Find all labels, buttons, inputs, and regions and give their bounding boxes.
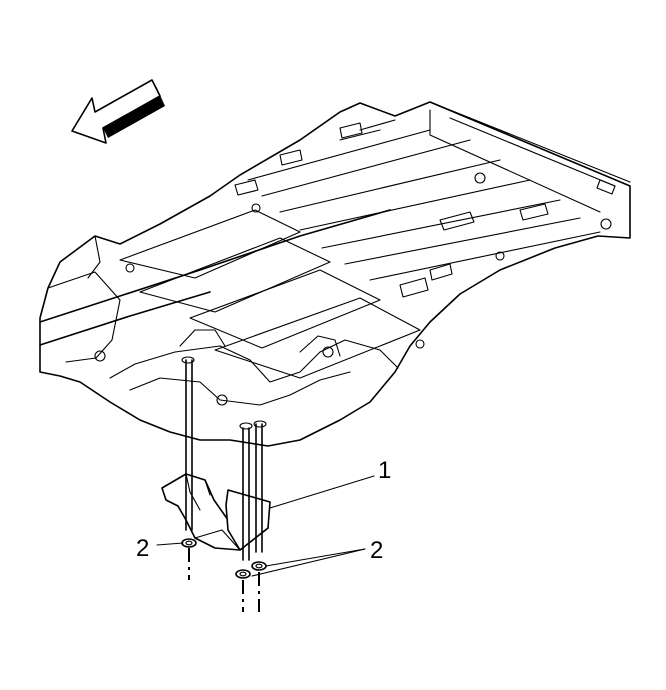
- callout-part-1: 1: [378, 457, 391, 484]
- heat-shield-part: [161, 473, 271, 551]
- nut-right-rear: [251, 561, 267, 571]
- nut-right-front: [235, 569, 251, 579]
- callout-part-2-left: 2: [136, 535, 149, 562]
- nut-left: [181, 538, 197, 548]
- callout-leaders: [156, 475, 375, 577]
- installation-center-lines: [185, 359, 263, 612]
- front-direction-arrow-icon: [71, 79, 165, 144]
- callout-part-2-right: 2: [370, 537, 383, 564]
- fastener-holes: [181, 356, 267, 430]
- underbody-floor-pan: [39, 101, 631, 447]
